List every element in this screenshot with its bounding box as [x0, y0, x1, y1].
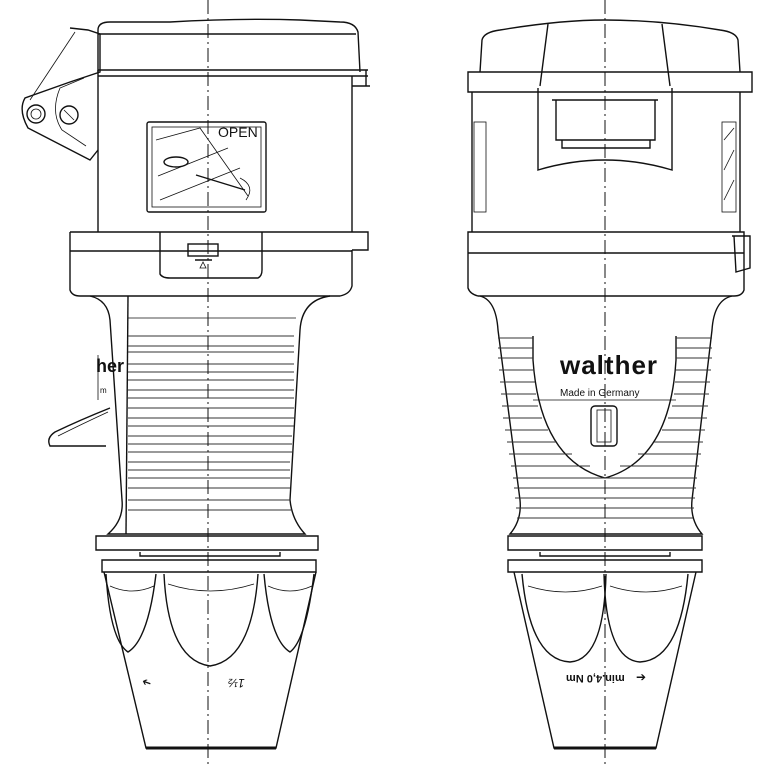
side-grip-ribs — [89, 295, 331, 535]
torque-arrow-icon: ➔ — [636, 670, 647, 684]
origin-label: Made in Germany — [560, 388, 640, 399]
hinge-icon — [21, 27, 101, 161]
brand-logo: walther — [560, 350, 659, 380]
front-view — [467, 0, 753, 768]
side-torque-partial: 1½ — [228, 676, 245, 690]
side-brand-sub-partial: m — [100, 386, 107, 395]
side-brand-partial: her — [96, 356, 125, 376]
front-grip-ribs — [479, 295, 733, 535]
side-view — [21, 0, 370, 768]
open-label: OPEN — [218, 124, 258, 140]
torque-label: min.4,0 Nm — [566, 672, 625, 684]
